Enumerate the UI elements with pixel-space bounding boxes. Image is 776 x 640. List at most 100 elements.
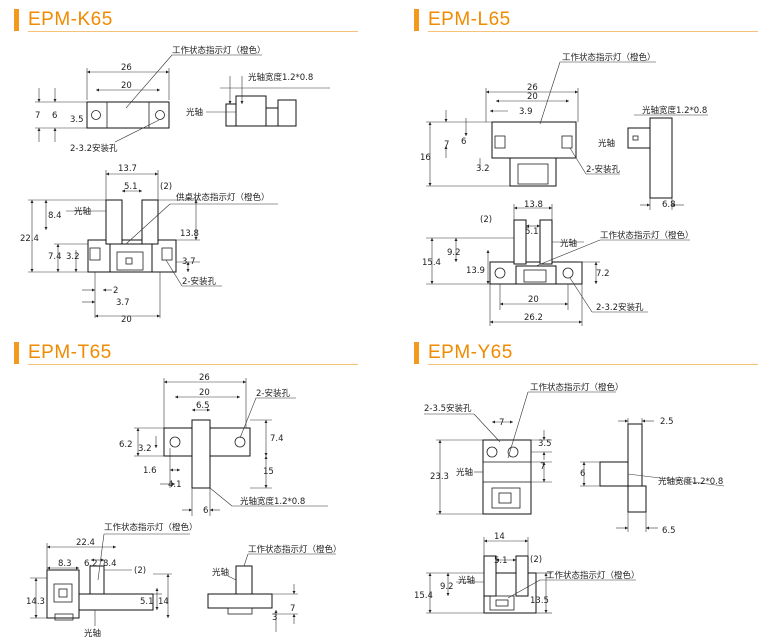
- dim-2.5: 2.5: [660, 417, 674, 427]
- title-underline: [28, 364, 358, 365]
- dim-20: 20: [527, 92, 538, 102]
- dim-15.4: 15.4: [414, 591, 433, 601]
- dim-4.1: 4.1: [168, 480, 182, 490]
- dim-8.4: 8.4: [103, 559, 117, 569]
- dim-20: 20: [121, 81, 132, 91]
- section-title-y65: EPM-Y65: [414, 342, 758, 365]
- dim-(2): (2): [530, 555, 542, 565]
- dim-6: 6: [52, 111, 57, 121]
- title-accent-bar: [414, 342, 419, 364]
- k65-mount-hole-right: [155, 110, 165, 120]
- dim-26.2: 26.2: [524, 313, 543, 323]
- label-axis: 光轴: [186, 107, 203, 118]
- label-hole: 2-3.2安装孔: [70, 143, 118, 154]
- dim-13.8: 13.8: [524, 200, 543, 210]
- dim-3: 3: [272, 613, 277, 623]
- dim-2: 2: [113, 286, 118, 296]
- l65-side-view: 光轴宽度1.2*0.8 光轴 6.8: [598, 105, 708, 210]
- dim-6.5: 6.5: [196, 401, 210, 411]
- dim-23.3: 23.3: [430, 472, 449, 482]
- label-axis2: 光轴: [560, 238, 577, 249]
- label-led: 工作状态指示灯（橙色）: [530, 382, 624, 393]
- dim-7: 7: [290, 604, 295, 614]
- label-led: 工作状态指示灯（橙色）: [562, 52, 656, 63]
- label-hole2: 2-3.2安装孔: [596, 302, 644, 313]
- dim-5.1: 5.1: [124, 182, 138, 192]
- dim-22.4: 22.4: [20, 234, 39, 244]
- label-axis: 光轴: [84, 628, 101, 639]
- label-led: 工作状态指示灯（橙色）: [172, 45, 266, 56]
- t65-top-view: 26 20 6.5 2-安装孔 6.2 3.2 7.4 15 1.6 4.1 6…: [119, 373, 328, 516]
- label-axis-width: 光轴宽度1.2*0.8: [248, 72, 313, 83]
- y65-side-view: 2.5 6 光轴宽度1.2*0.8 6.5: [580, 417, 725, 536]
- label-led2: 工作状态指示灯（橙色）: [600, 230, 694, 241]
- dim-(2): (2): [134, 566, 146, 576]
- k65-mount-hole-left: [91, 110, 101, 120]
- k65-top-view: 26 20 7 6 3.5 工作状态指示灯（橙色） 2-3.2安装孔: [35, 45, 266, 154]
- dim-26: 26: [199, 373, 210, 383]
- title-accent-bar: [414, 9, 419, 31]
- dim-6: 6: [580, 469, 585, 479]
- label-axis: 光轴: [456, 467, 473, 478]
- dim-6.2b: 6.2: [84, 559, 98, 569]
- t65-side-view: 光轴 工作状态指示灯（橙色） 7 3: [207, 544, 342, 632]
- dim-20: 20: [199, 388, 210, 398]
- dim-3.2: 3.2: [66, 252, 80, 262]
- dim-15: 15: [263, 467, 274, 477]
- dim-14.3: 14.3: [26, 597, 45, 607]
- label-led2: 供桌状态指示灯（橙色）: [176, 192, 270, 203]
- label-axis2: 光轴: [458, 575, 475, 586]
- dim-13.9: 13.9: [466, 266, 485, 276]
- dim-6.2: 6.2: [119, 440, 133, 450]
- dim-(2): (2): [160, 182, 172, 192]
- dim-(2): (2): [480, 215, 492, 225]
- title-underline: [428, 31, 758, 32]
- dim-26: 26: [121, 63, 132, 73]
- dim-6: 6: [461, 137, 466, 147]
- dim-13.5: 13.5: [530, 596, 549, 606]
- label-hole: 2-3.5安装孔: [424, 403, 472, 414]
- l65-top-view: 26 20 3.9 16 7 6 3.2 工作状态指示灯（橙色） 2-安装孔: [420, 52, 656, 187]
- y65-front-view: 14 5.1 (2) 15.4 9.2 光轴 13.5 工作状态指示灯（橙色）: [414, 532, 640, 614]
- dim-1.6: 1.6: [143, 466, 157, 476]
- label-led2: 工作状态指示灯（橙色）: [546, 570, 640, 581]
- section-title-text: EPM-L65: [428, 9, 511, 30]
- dim-9.2: 9.2: [447, 248, 461, 258]
- l65-front-view: 13.8 (2) 5.1 15.4 9.2 13.9 7.2 光轴 工作状态指示…: [422, 200, 694, 326]
- title-underline: [28, 31, 358, 32]
- dim-3.7r: 3.7: [182, 257, 196, 267]
- dim-6: 6: [203, 506, 208, 516]
- dim-16: 16: [420, 153, 431, 163]
- dim-7.4: 7.4: [270, 434, 284, 444]
- dim-13.8: 13.8: [180, 229, 199, 239]
- label-hole: 2-安装孔: [586, 164, 620, 175]
- dim-3.5: 3.5: [538, 439, 552, 449]
- section-title-text: EPM-K65: [28, 9, 113, 30]
- dim-26: 26: [527, 83, 538, 93]
- dim-15.4: 15.4: [422, 258, 441, 268]
- label-axis-width: 光轴宽度1.2*0.8: [642, 105, 707, 116]
- section-title-l65: EPM-L65: [414, 9, 758, 32]
- dim-20b: 20: [528, 295, 539, 305]
- dim-7: 7: [499, 418, 504, 428]
- label-axis2: 光轴: [74, 206, 91, 217]
- section-title-k65: EPM-K65: [14, 9, 358, 32]
- y65-top-view: 7 2-3.5安装孔 工作状态指示灯（橙色） 3.5 7 23.3 光轴: [424, 382, 624, 515]
- dim-9.2: 9.2: [440, 582, 454, 592]
- label-axis-width: 光轴宽度1.2*0.8: [240, 496, 305, 507]
- title-accent-bar: [14, 342, 19, 364]
- dim-7: 7: [444, 140, 449, 150]
- dim-8.4: 8.4: [48, 211, 62, 221]
- title-accent-bar: [14, 9, 19, 31]
- dim-5.1: 5.1: [494, 556, 508, 566]
- dim-3.9: 3.9: [519, 107, 533, 117]
- section-title-text: EPM-T65: [28, 342, 112, 363]
- dim-8.3: 8.3: [58, 559, 72, 569]
- dim-14: 14: [494, 532, 505, 542]
- dim-3.5: 3.5: [70, 115, 84, 125]
- section-title-t65: EPM-T65: [14, 342, 358, 365]
- dim-5.1: 5.1: [525, 227, 539, 237]
- title-underline: [428, 364, 758, 365]
- label-axis2: 光轴: [212, 567, 229, 578]
- label-hole2: 2-安装孔: [182, 276, 216, 287]
